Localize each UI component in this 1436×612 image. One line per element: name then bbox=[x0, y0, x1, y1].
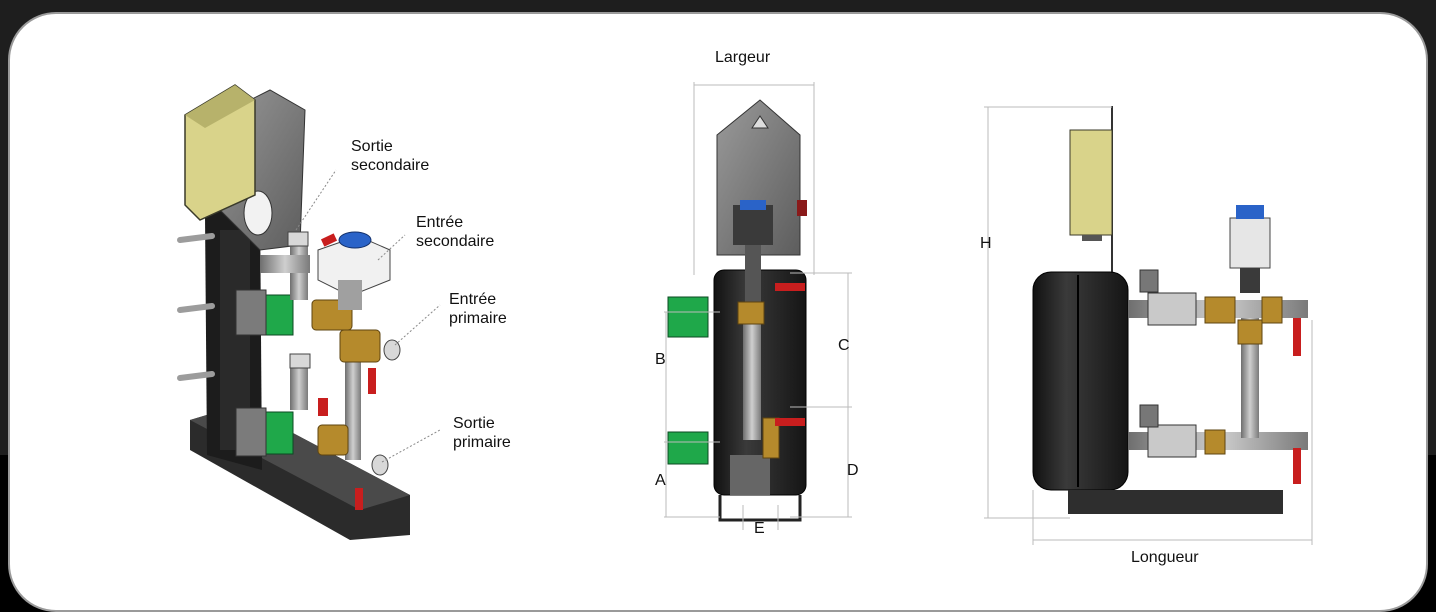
side-pumps bbox=[1139, 269, 1197, 458]
iso-brass-fittings bbox=[311, 299, 381, 456]
front-pipe bbox=[730, 320, 770, 495]
side-actuator bbox=[1229, 205, 1271, 293]
drawings-canvas bbox=[177, 82, 1313, 545]
side-view bbox=[984, 106, 1313, 545]
isometric-view bbox=[177, 84, 441, 540]
iso-unions bbox=[287, 231, 401, 476]
dim-a-label: A bbox=[655, 472, 666, 489]
iso-pumps bbox=[235, 289, 294, 457]
iso-leader-lines bbox=[295, 169, 441, 463]
side-dimension-lines bbox=[984, 106, 1313, 545]
front-base bbox=[718, 495, 802, 522]
label-entree-primaire: Entrée primaire bbox=[449, 291, 507, 327]
iso-actuator bbox=[317, 231, 391, 310]
front-actuator bbox=[733, 200, 773, 310]
side-base bbox=[1068, 490, 1283, 514]
dim-d-label: D bbox=[847, 462, 859, 479]
iso-rods bbox=[177, 233, 215, 381]
front-fittings bbox=[737, 301, 780, 459]
front-dimension-lines bbox=[664, 82, 852, 530]
dim-h-label: H bbox=[980, 235, 992, 252]
dim-e-label: E bbox=[754, 520, 765, 537]
front-view bbox=[664, 82, 852, 530]
dim-c-label: C bbox=[838, 337, 850, 354]
side-control-box bbox=[1069, 129, 1113, 241]
iso-control-box bbox=[184, 84, 256, 221]
side-brass-fittings bbox=[1204, 296, 1283, 455]
side-red-valves bbox=[1293, 318, 1301, 484]
front-pumps bbox=[667, 296, 709, 465]
dim-longueur-label: Longueur bbox=[1131, 549, 1199, 566]
label-sortie-primaire: Sortie primaire bbox=[453, 415, 511, 451]
front-red-valves bbox=[775, 283, 805, 426]
iso-red-valves bbox=[318, 233, 376, 510]
label-sortie-secondaire: Sortie secondaire bbox=[351, 138, 430, 174]
label-entree-secondaire: Entrée secondaire bbox=[416, 214, 495, 250]
side-tank bbox=[1032, 271, 1129, 491]
dim-b-label: B bbox=[655, 351, 666, 368]
dim-largeur-label: Largeur bbox=[715, 49, 771, 66]
